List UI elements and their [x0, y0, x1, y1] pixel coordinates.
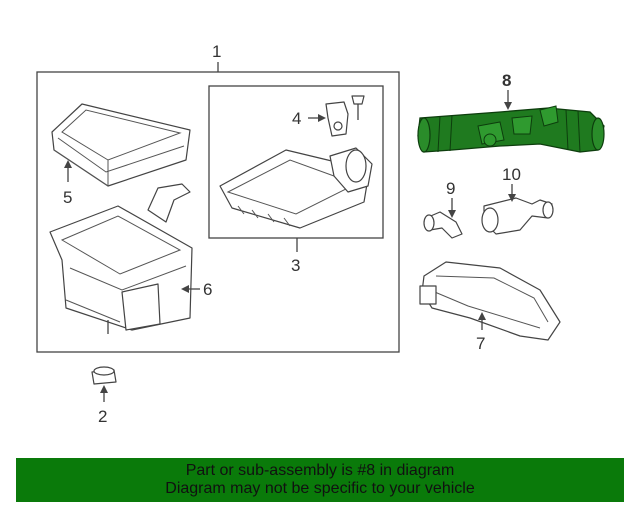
grommet — [91, 366, 117, 385]
callout-4[interactable]: 4 — [292, 109, 301, 128]
callout-2-arrow — [100, 385, 108, 393]
callout-6[interactable]: 6 — [203, 280, 212, 299]
air-intake-duct — [419, 261, 561, 341]
air-cleaner-cover — [219, 147, 373, 229]
footer-line-1: Part or sub-assembly is #8 in diagram — [185, 462, 455, 479]
callout-2[interactable]: 2 — [98, 407, 107, 426]
resonator — [481, 197, 554, 235]
parts-diagram: 1 3 5 6 4 — [36, 42, 605, 426]
callout-9[interactable]: 9 — [446, 179, 455, 198]
callout-9-arrow — [448, 210, 456, 218]
air-filter-element — [51, 103, 191, 187]
callout-7-arrow — [478, 312, 486, 320]
callout-8-arrow — [504, 102, 512, 110]
callout-6-arrow — [181, 285, 189, 293]
footer-banner: Part or sub-assembly is #8 in diagram Di… — [16, 458, 624, 502]
assembly-3-box — [208, 85, 384, 239]
callout-5[interactable]: 5 — [63, 188, 72, 207]
intake-hose-highlighted[interactable] — [417, 105, 605, 153]
footer-line-2: Diagram may not be specific to your vehi… — [165, 480, 475, 497]
callout-5-arrow — [64, 160, 72, 168]
callout-1[interactable]: 1 — [212, 42, 221, 61]
callout-3[interactable]: 3 — [291, 256, 300, 275]
air-cleaner-case — [49, 183, 193, 334]
callout-4-arrow — [318, 114, 326, 122]
callout-8[interactable]: 8 — [502, 71, 511, 90]
callout-7[interactable]: 7 — [476, 334, 485, 353]
callout-10[interactable]: 10 — [502, 165, 521, 184]
mass-air-flow-sensor — [325, 95, 365, 137]
callout-10-arrow — [508, 194, 516, 202]
small-hose — [423, 211, 463, 239]
